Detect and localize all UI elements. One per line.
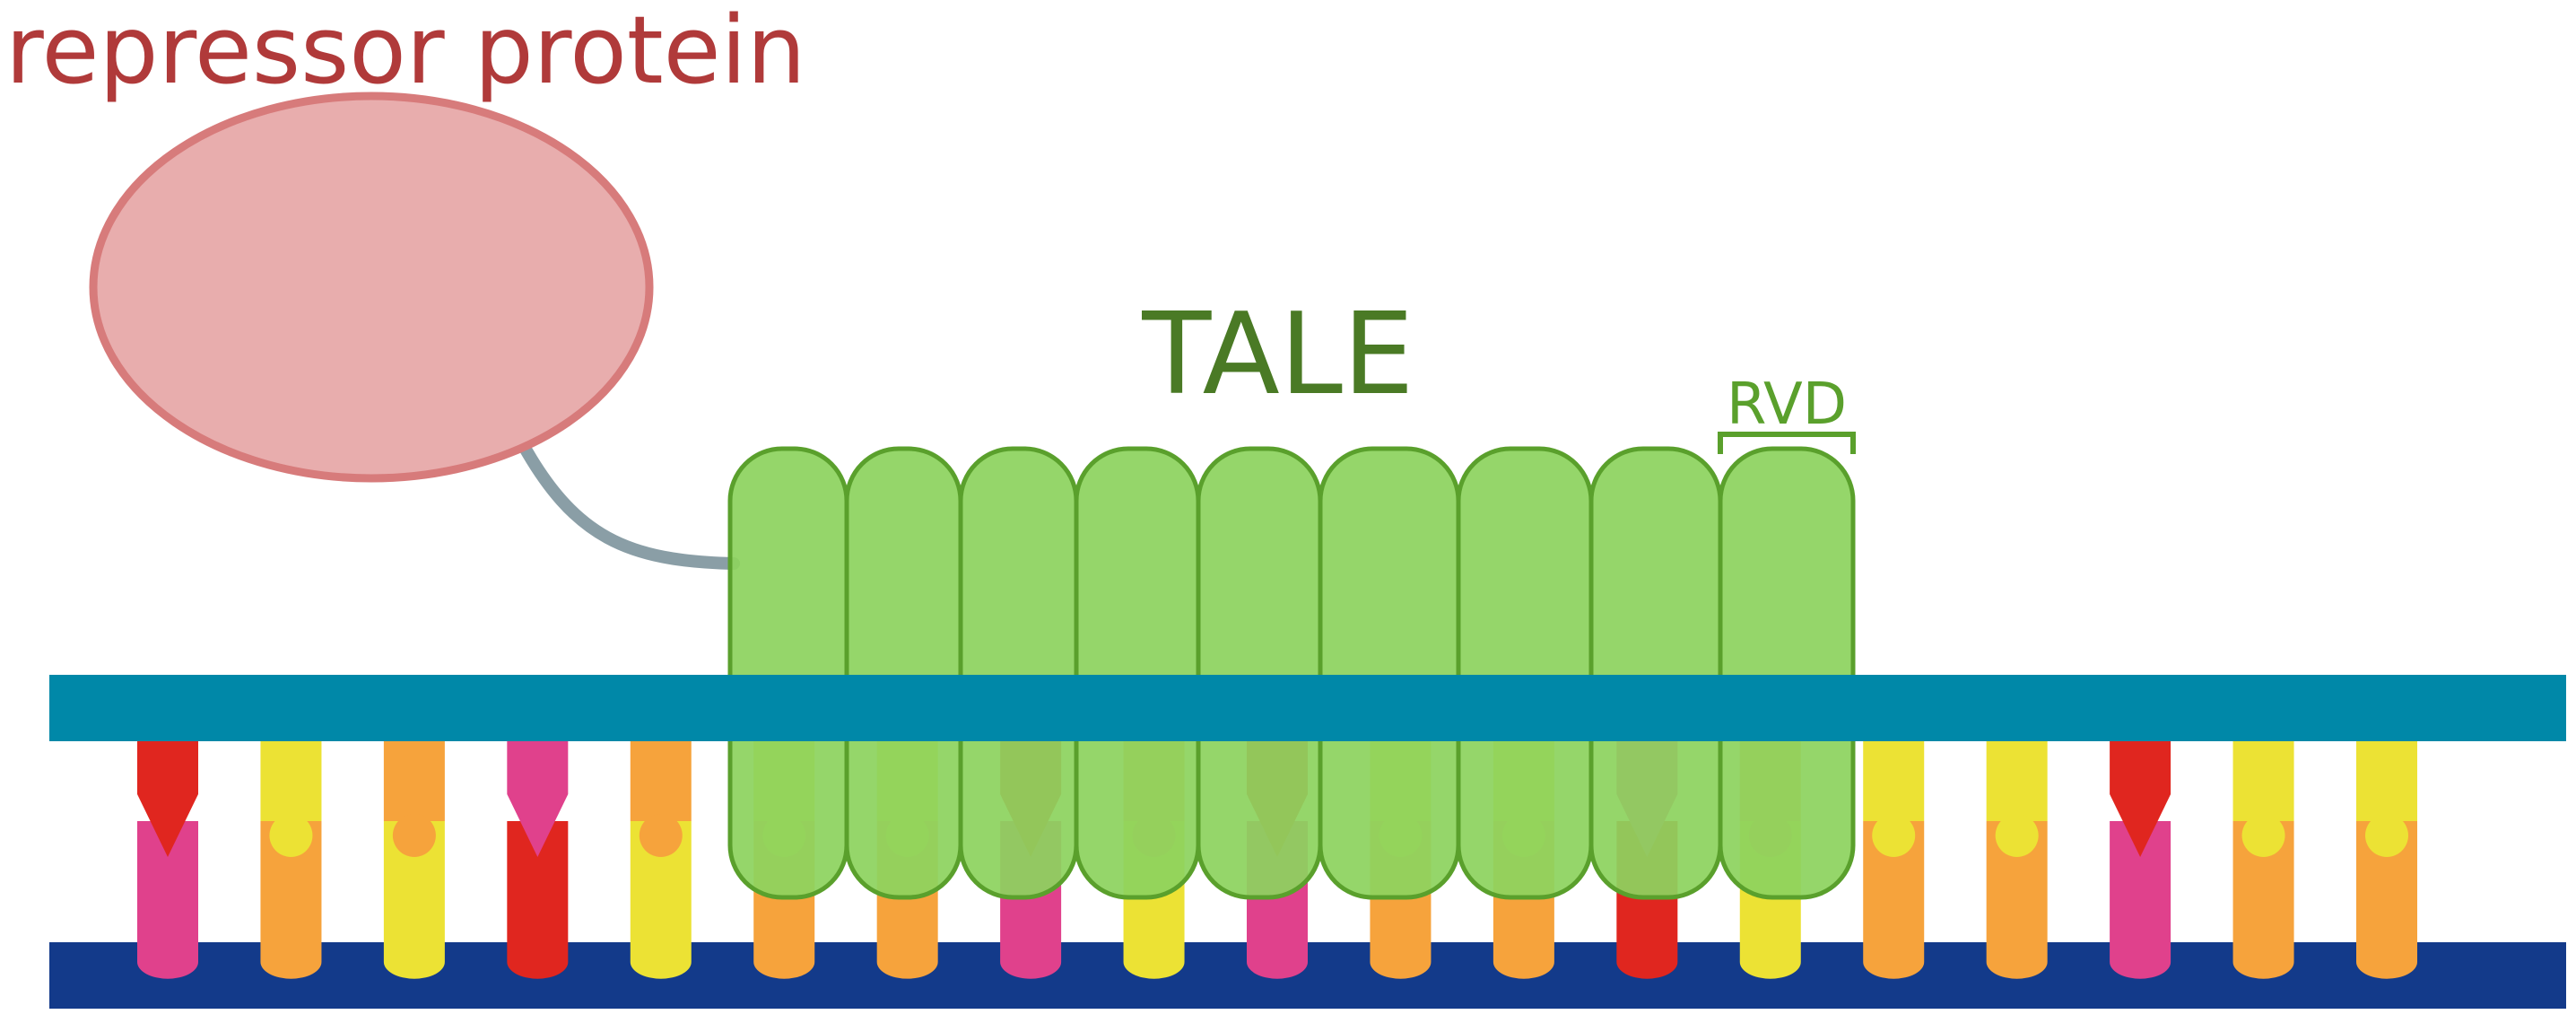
base-bottom <box>1863 821 1925 979</box>
tale-repeat <box>727 446 849 900</box>
rvd-bracket <box>1718 432 1856 454</box>
base-top-knob <box>1995 814 2039 857</box>
base-top <box>1863 741 1925 821</box>
base-top-knob <box>392 814 436 857</box>
base-top-knob <box>639 814 683 857</box>
tale-label: TALE <box>1141 288 1414 420</box>
base-pair <box>630 741 692 979</box>
base-top <box>260 741 322 821</box>
base-top-knob <box>2241 814 2285 857</box>
tale-repeat <box>1318 446 1461 900</box>
base-pair <box>260 741 322 979</box>
base-pair <box>2356 741 2417 979</box>
base-top <box>2356 741 2417 821</box>
base-bottom <box>383 821 445 979</box>
tale-repeat <box>1588 446 1723 900</box>
linker <box>514 433 740 570</box>
tale-repeat <box>1456 446 1594 900</box>
base-bottom <box>1986 821 2048 979</box>
base-top <box>383 741 445 821</box>
base-bottom <box>137 821 198 979</box>
base-pair <box>507 741 569 979</box>
base-top <box>137 741 198 857</box>
tale-repeat <box>844 446 963 900</box>
tale-repeat <box>958 446 1079 900</box>
base-pair <box>383 741 445 979</box>
base-bottom <box>2356 821 2417 979</box>
base-pair <box>137 741 198 979</box>
base-top <box>507 741 569 857</box>
base-pair <box>1863 741 1925 979</box>
base-bottom <box>260 821 322 979</box>
base-top <box>1986 741 2048 821</box>
base-pair <box>1986 741 2048 979</box>
repressor-protein <box>89 92 654 483</box>
base-bottom <box>2110 821 2171 979</box>
tale-protein <box>727 446 1856 900</box>
base-top-knob <box>269 814 313 857</box>
tale-repeat <box>1196 446 1323 900</box>
base-bottom <box>2232 821 2294 979</box>
base-top <box>2110 741 2171 857</box>
rvd-label: RVD <box>1727 372 1847 438</box>
base-pair <box>2232 741 2294 979</box>
base-bottom <box>630 821 692 979</box>
tale-repeat <box>1718 446 1856 900</box>
base-bottom <box>507 821 569 979</box>
base-top <box>2232 741 2294 821</box>
base-top <box>630 741 692 821</box>
base-top-knob <box>2365 814 2408 857</box>
tale-repeat <box>1074 446 1201 900</box>
dna-top-strand <box>49 675 2566 741</box>
base-pair <box>2110 741 2171 979</box>
repressor-protein-label: repressor protein <box>5 0 805 105</box>
base-top-knob <box>1872 814 1916 857</box>
